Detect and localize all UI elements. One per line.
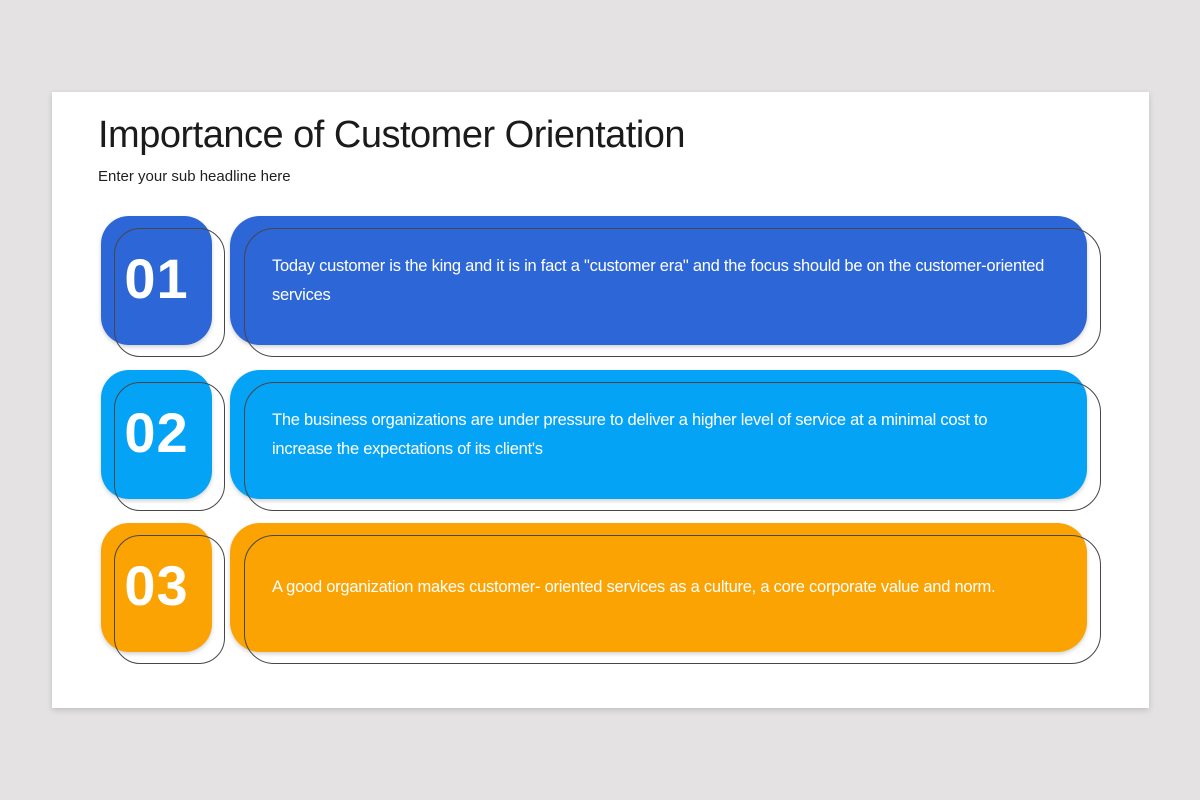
list-item: 01 Today customer is the king and it is … [52, 216, 1149, 359]
item-number: 01 [124, 246, 189, 310]
list-item: 03 A good organization makes customer- o… [52, 523, 1149, 666]
item-text: A good organization makes customer- orie… [272, 578, 996, 596]
item-text: The business organizations are under pre… [272, 410, 988, 458]
page-title: Importance of Customer Orientation [98, 114, 686, 156]
number-badge: 03 [101, 523, 212, 652]
page-subtitle: Enter your sub headline here [98, 168, 291, 185]
list-item: 02 The business organizations are under … [52, 370, 1149, 513]
item-text-box: Today customer is the king and it is in … [230, 216, 1087, 345]
item-number: 02 [124, 400, 189, 464]
item-text: Today customer is the king and it is in … [272, 256, 1045, 304]
item-number: 03 [124, 553, 189, 617]
number-badge: 02 [101, 370, 212, 499]
item-text-box: A good organization makes customer- orie… [230, 523, 1087, 652]
item-text-box: The business organizations are under pre… [230, 370, 1087, 499]
slide-card: Importance of Customer Orientation Enter… [52, 92, 1149, 708]
number-badge: 01 [101, 216, 212, 345]
